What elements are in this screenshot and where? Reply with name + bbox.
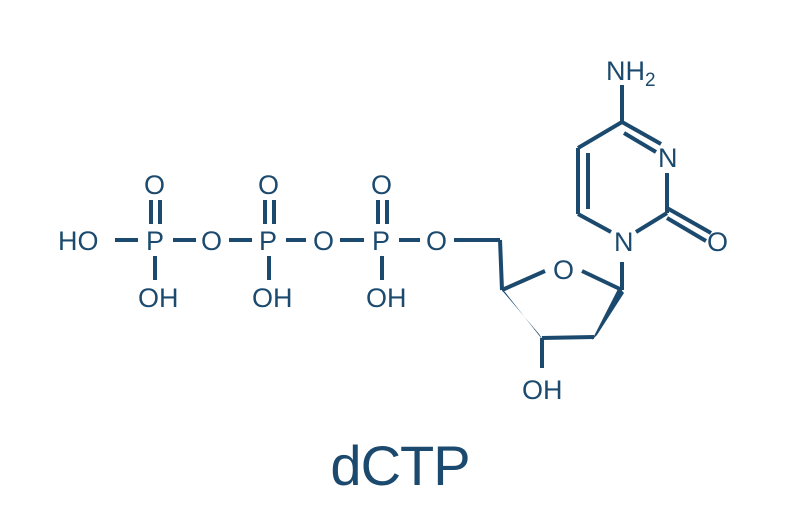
bond-c5-c4 xyxy=(576,120,624,150)
atom-n1: N xyxy=(614,227,634,257)
atom-oh-sugar: OH xyxy=(522,375,563,405)
atom-nh2-main: NH xyxy=(606,56,645,86)
bond-c2-o-b xyxy=(665,216,708,243)
bond-oring-c1 xyxy=(581,269,623,292)
bond-c2-o-a xyxy=(666,206,712,235)
atom-o-double3: O xyxy=(371,170,392,200)
atom-oh1: OH xyxy=(138,283,179,313)
atom-o-carbonyl: O xyxy=(707,227,728,257)
bond-ch2-c4 xyxy=(498,239,504,291)
wedge-c2-c1 xyxy=(592,287,624,340)
bond-c4-oring xyxy=(501,269,546,292)
atom-ho-left: HO xyxy=(58,226,99,256)
atom-n3: N xyxy=(658,143,678,173)
bond-c4-n3-inner xyxy=(622,131,658,154)
atom-o-bridge2: O xyxy=(313,226,334,256)
atom-o-bridge1: O xyxy=(201,226,222,256)
bond-lines xyxy=(115,85,712,368)
wedge-c4-c3 xyxy=(500,288,545,343)
bond-c3-c2 xyxy=(541,335,595,340)
atom-labels: HO P O P O P O O O O OH OH OH O OH N N O… xyxy=(58,56,728,405)
atom-p3: P xyxy=(372,226,390,256)
atom-oh2: OH xyxy=(252,283,293,313)
bond-c2-n1 xyxy=(634,211,669,234)
bond-c4-n3 xyxy=(621,120,662,146)
atom-o-double1: O xyxy=(144,170,165,200)
molecule-title: dCTP xyxy=(330,434,469,497)
bond-n1-c6 xyxy=(577,212,612,234)
atom-o-ring: O xyxy=(553,255,574,285)
atom-p1: P xyxy=(146,226,164,256)
atom-p2: P xyxy=(259,226,277,256)
atom-oh3: OH xyxy=(366,283,407,313)
atom-o-ester: O xyxy=(426,226,447,256)
atom-nh2-subscript: 2 xyxy=(645,70,656,91)
atom-nh2: NH2 xyxy=(606,56,656,91)
atom-o-double2: O xyxy=(258,170,279,200)
wedge-bonds xyxy=(500,287,624,343)
